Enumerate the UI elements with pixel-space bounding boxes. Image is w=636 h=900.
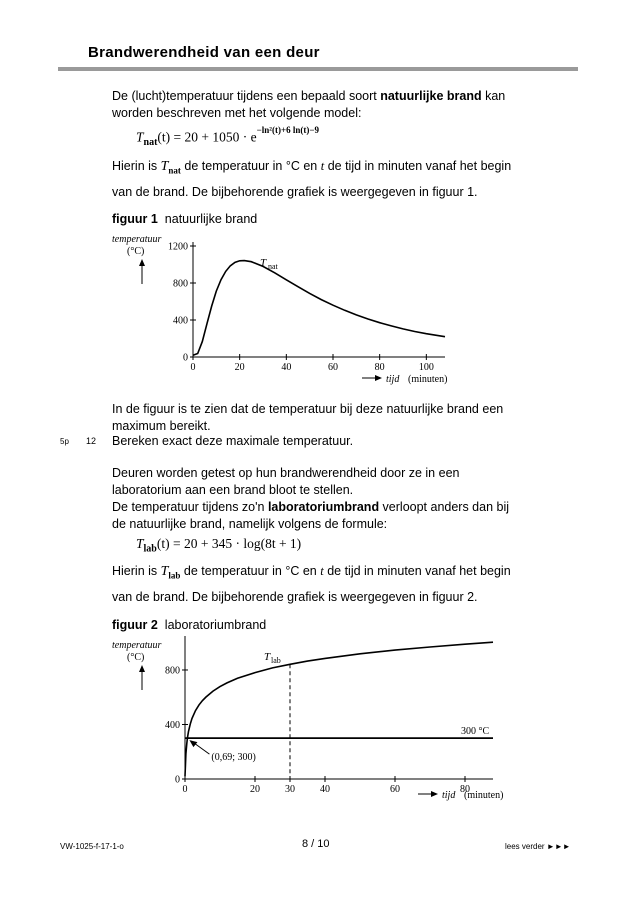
explain1-text-b: de temperatuur in °C en [180, 159, 321, 173]
figure1-caption: natuurlijke brand [164, 212, 258, 226]
fig2-y-tick-label: 800 [165, 665, 180, 676]
explain1-subscript: nat [168, 165, 181, 176]
fig1-x-tick-label: 80 [375, 362, 385, 373]
lab-intro-line-2: laboratorium aan een brand bloot te stel… [112, 483, 354, 497]
footer-next-page: lees verder ►►► [505, 842, 571, 851]
explain1-text-a: Hierin is [112, 159, 161, 173]
question-text: Bereken exact deze maximale temperatuur. [112, 434, 354, 448]
explain2-line-2: van de brand. De bijbehorende grafiek is… [112, 589, 478, 604]
intro-bold-term: natuurlijke brand [380, 89, 482, 103]
fig1-observation: In de figuur is te zien dat de temperatu… [112, 401, 572, 435]
fig2-point-label: (0,69; 300) [211, 752, 255, 763]
fig2-x-tick-label: 60 [390, 784, 400, 795]
fig1-x-tick-label: 40 [281, 362, 291, 373]
fig2-series-tlab-line [184, 641, 494, 777]
intro-text-end: kan [481, 89, 506, 103]
fig1-series-tnat-line [192, 259, 446, 356]
fig1-y-tick-label: 800 [173, 279, 188, 290]
formula1-body: (t) = 20 + 1050 · e [157, 129, 257, 145]
explain2-subscript: lab [168, 570, 181, 581]
formula2-body: (t) = 20 + 345 · log(8t + 1) [156, 536, 302, 551]
fig2-series-label-sub: lab [271, 656, 281, 665]
lab-intro-line-4: de natuurlijke brand, namelijk volgens d… [112, 517, 388, 531]
fig2-ylabel: temperatuur [112, 640, 162, 651]
footer-exam-code: VW-1025-f-17-1-o [60, 842, 124, 851]
explain1-line-2: van de brand. De bijbehorende grafiek is… [112, 184, 478, 199]
fig2-y-tick-label: 0 [175, 775, 180, 786]
page-header-title: Brandwerendheid van een deur [88, 44, 320, 61]
observation-line-1: In de figuur is te zien dat de temperatu… [112, 402, 504, 416]
question-number: 12 [86, 436, 97, 446]
fig1-series-label: T [260, 257, 267, 269]
fig1-xlabel: tijd [386, 374, 400, 385]
intro-text: De (lucht)temperatuur tijdens een bepaal… [112, 89, 381, 103]
fig2-y-arrowhead [139, 665, 145, 672]
fig2-300-label: 300 °C [461, 726, 489, 737]
observation-line-2: maximum bereikt. [112, 419, 211, 433]
fig1-series-label-sub: nat [268, 262, 279, 271]
explain1-symbol: T [160, 159, 169, 174]
figure1-number: figuur 1 [112, 212, 158, 226]
fig1-xunit: (minuten) [408, 374, 447, 385]
fig2-x-tick-label: 20 [250, 784, 260, 795]
formula1-subscript: nat [143, 137, 158, 149]
lab-intro-paragraph: Deuren worden getest op hun brandwerendh… [112, 465, 582, 533]
fig1-ylabel: temperatuur [112, 234, 162, 245]
fig2-xunit: (minuten) [464, 790, 503, 801]
explain2-text-a: Hierin is [112, 564, 161, 578]
fig1-x-tick-label: 100 [419, 362, 434, 373]
lab-intro-line-1: Deuren worden getest op hun brandwerendh… [112, 466, 460, 480]
fig1-yunit: (°C) [127, 246, 144, 257]
question-points: 5p [60, 437, 69, 446]
formula2-symbol: T [136, 536, 144, 551]
lab-intro-bold-term: laboratoriumbrand [267, 500, 380, 514]
formula1-symbol: T [136, 129, 144, 145]
footer-page-number: 8 / 10 [302, 838, 330, 850]
header-divider [58, 67, 578, 71]
formula1-exponent: −ln²(t)+6 ln(t)−9 [256, 125, 319, 135]
fig1-x-tick-label: 0 [191, 362, 196, 373]
fig1-y-arrowhead [139, 259, 145, 266]
explain2-text-c: de tijd in minuten vanaf het begin [323, 564, 511, 578]
fig1-y-tick-label: 0 [183, 353, 188, 364]
explain1-text-c: de tijd in minuten vanaf het begin [324, 159, 512, 173]
fig2-y-tick-label: 400 [165, 720, 180, 731]
fig1-y-tick-label: 1200 [168, 242, 188, 253]
explanation-lab-fire: Hierin is Tlab de temperatuur in °C en t… [112, 563, 582, 606]
explain1-t-symbol: t [320, 159, 325, 173]
explanation-natural-fire: Hierin is Tnat de temperatuur in °C en t… [112, 158, 582, 201]
fig2-point-arrowhead [189, 740, 198, 748]
explain2-text-b: de temperatuur in °C en [180, 564, 321, 578]
fig1-x-tick-label: 20 [235, 362, 245, 373]
lab-intro-text-end: verloopt anders dan bij [379, 500, 510, 514]
fig2-yunit: (°C) [127, 652, 144, 663]
figure2-number: figuur 2 [112, 618, 158, 632]
fig2-x-tick-label: 0 [183, 784, 188, 795]
formula-natural-fire: Tnat(t) = 20 + 1050 · e−ln²(t)+6 ln(t)−9 [136, 125, 319, 149]
figure2-caption: laboratoriumbrand [164, 618, 267, 632]
fig2-x-tick-label: 30 [285, 784, 295, 795]
fig2-xlabel: tijd [442, 790, 456, 801]
intro-line-2: worden beschreven met het volgende model… [112, 106, 362, 120]
lab-intro-text: De temperatuur tijdens zo'n [112, 500, 268, 514]
figure2-label: figuur 2 laboratoriumbrand [112, 617, 266, 634]
fig1-x-tick-label: 60 [328, 362, 338, 373]
formula-lab-fire: Tlab(t) = 20 + 345 · log(8t + 1) [136, 536, 301, 555]
fig1-x-arrowhead [375, 375, 382, 381]
explain2-symbol: T [160, 564, 169, 579]
fig2-x-tick-label: 80 [460, 784, 470, 795]
fig2-x-tick-label: 40 [320, 784, 330, 795]
explain2-t-symbol: t [320, 564, 324, 578]
fig2-series-label: T [264, 651, 271, 663]
intro-paragraph: De (lucht)temperatuur tijdens een bepaal… [112, 88, 572, 122]
fig2-x-arrowhead [431, 791, 438, 797]
fig1-y-tick-label: 400 [173, 316, 188, 327]
formula2-subscript: lab [143, 543, 157, 555]
figure1-label: figuur 1 natuurlijke brand [112, 211, 257, 228]
